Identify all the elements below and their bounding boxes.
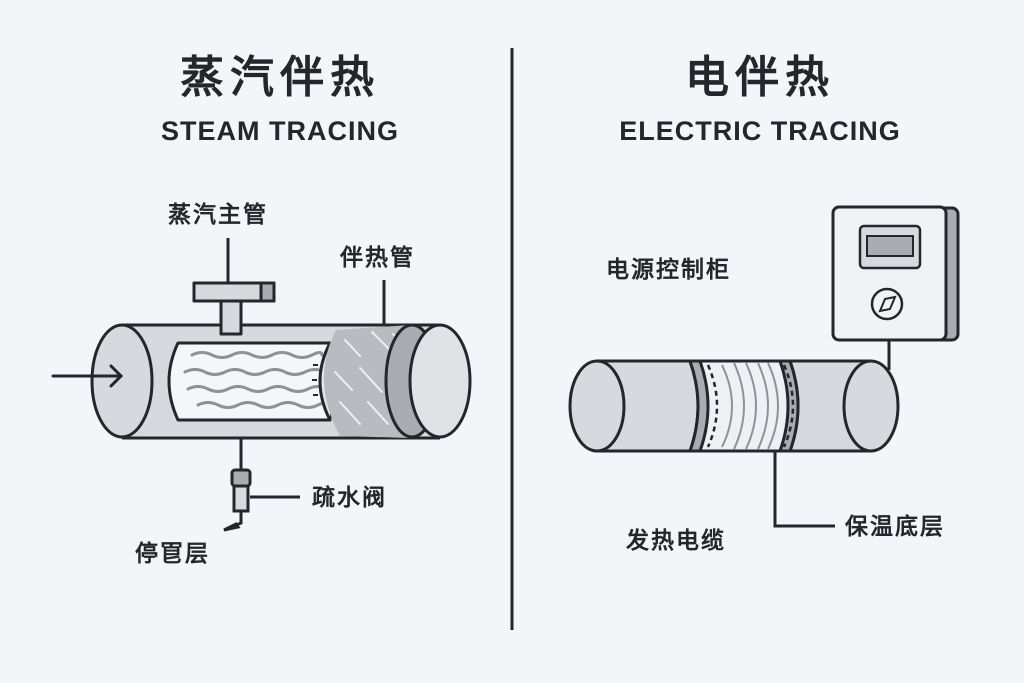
cabinet-knob xyxy=(870,287,904,321)
electric-leader-lines xyxy=(773,340,891,528)
label-insulation-layer: 保温底层 xyxy=(845,514,945,540)
label-control-cabinet: 电源控制柜 xyxy=(606,257,731,283)
label-steam-bottom: 停冟层 xyxy=(135,541,210,567)
label-tracer-pipe: 伴热管 xyxy=(340,245,415,271)
electric-pipe-right-end xyxy=(842,359,900,453)
electric-title-cn: 电伴热 xyxy=(685,52,835,103)
label-steam-main-pipe: 蒸汽主管 xyxy=(168,202,268,228)
heating-cable-coils xyxy=(721,362,779,450)
power-control-cabinet-icon xyxy=(831,205,960,342)
steam-title-en: STEAM TRACING xyxy=(161,116,399,146)
electric-pipe-assembly xyxy=(568,359,900,453)
electric-title-en: ELECTRIC TRACING xyxy=(619,116,901,146)
steam-pipe-assembly xyxy=(90,281,472,440)
steam-leader-lines xyxy=(226,238,386,499)
label-steam-trap: 疏水阀 xyxy=(312,485,387,511)
label-heating-cable: 发热电缆 xyxy=(626,528,726,554)
steam-trap-icon xyxy=(223,468,252,532)
steam-title-cn: 蒸汽伴热 xyxy=(180,52,380,103)
steam-inner-cutaway xyxy=(167,341,332,422)
steam-pipe-left-end xyxy=(90,323,154,439)
steam-pipe-right-end xyxy=(408,323,472,439)
electric-pipe-left-end xyxy=(568,359,626,453)
steam-inlet-arrow-icon xyxy=(51,364,124,388)
steam-flow-waves xyxy=(183,351,330,409)
